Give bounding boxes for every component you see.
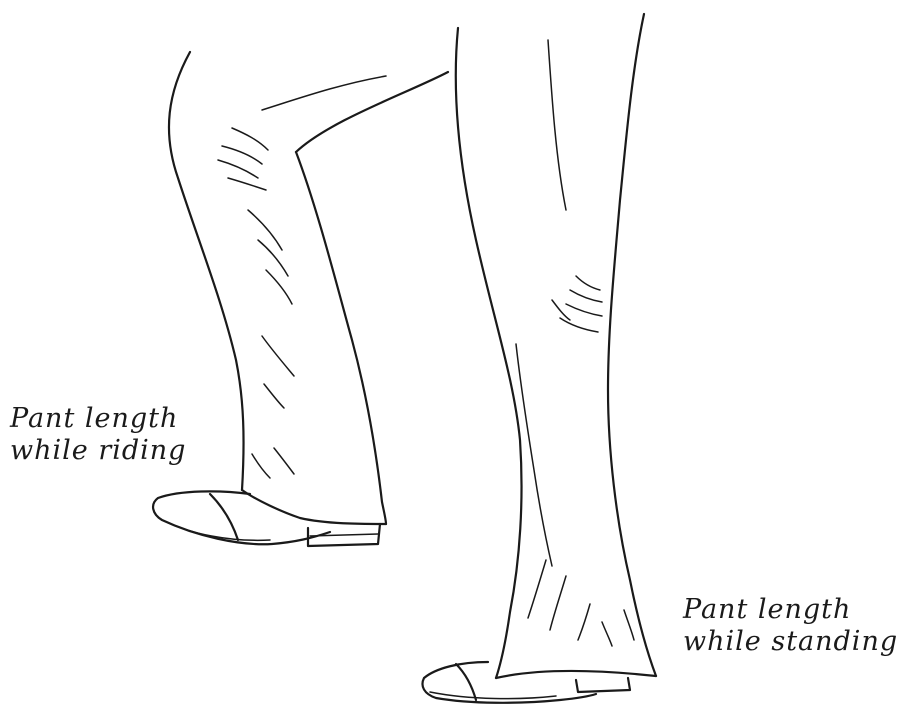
riding-shin-wrinkle-7 <box>252 454 270 478</box>
riding-leg <box>153 52 448 546</box>
standing-lower-wrinkle-1 <box>528 560 546 618</box>
riding-knee-crease-4 <box>228 178 266 190</box>
riding-hem-line <box>242 490 386 524</box>
standing-knee-wrinkle-4 <box>560 318 598 332</box>
standing-knee-wrinkle-3 <box>566 304 602 316</box>
riding-caption-line2: while riding <box>10 435 186 467</box>
riding-boot-welt <box>162 520 270 540</box>
standing-boot-welt <box>430 692 556 699</box>
standing-boot-outline <box>423 662 597 703</box>
standing-leg-back-edge <box>456 28 522 678</box>
riding-leg-front-edge <box>296 152 386 524</box>
riding-caption-line1: Pant length <box>10 403 186 435</box>
riding-leg-thigh-line <box>296 72 448 152</box>
standing-knee-wrinkle-1 <box>576 276 600 290</box>
riding-caption: Pant length while riding <box>10 403 186 467</box>
standing-knee-wrinkle-5 <box>552 300 570 320</box>
riding-knee-crease-1 <box>232 128 268 150</box>
standing-caption: Pant length while standing <box>683 594 898 658</box>
standing-lower-wrinkle-3 <box>578 604 590 640</box>
riding-boot-toe-cap <box>210 494 238 540</box>
standing-lower-wrinkle-2 <box>550 576 566 630</box>
riding-knee-crease-3 <box>218 160 258 178</box>
standing-boot-heel <box>576 678 630 692</box>
riding-shin-wrinkle-1 <box>248 210 282 250</box>
riding-leg-inner-line <box>262 76 386 110</box>
standing-caption-line2: while standing <box>683 626 898 658</box>
standing-leg <box>423 14 657 703</box>
standing-leg-front-edge <box>608 14 656 676</box>
standing-lower-wrinkle-5 <box>624 610 634 640</box>
standing-knee-wrinkle-2 <box>570 290 602 302</box>
standing-leg-seam <box>548 40 566 210</box>
riding-shin-wrinkle-5 <box>264 384 284 408</box>
standing-boot-toe-cap <box>456 664 476 700</box>
riding-shin-wrinkle-6 <box>274 448 294 474</box>
riding-shin-wrinkle-4 <box>262 336 294 376</box>
standing-hem-line <box>496 671 656 678</box>
riding-shin-wrinkle-2 <box>258 240 288 276</box>
riding-knee-crease-2 <box>222 146 262 164</box>
standing-lower-wrinkle-4 <box>602 622 612 646</box>
standing-caption-line1: Pant length <box>683 594 898 626</box>
